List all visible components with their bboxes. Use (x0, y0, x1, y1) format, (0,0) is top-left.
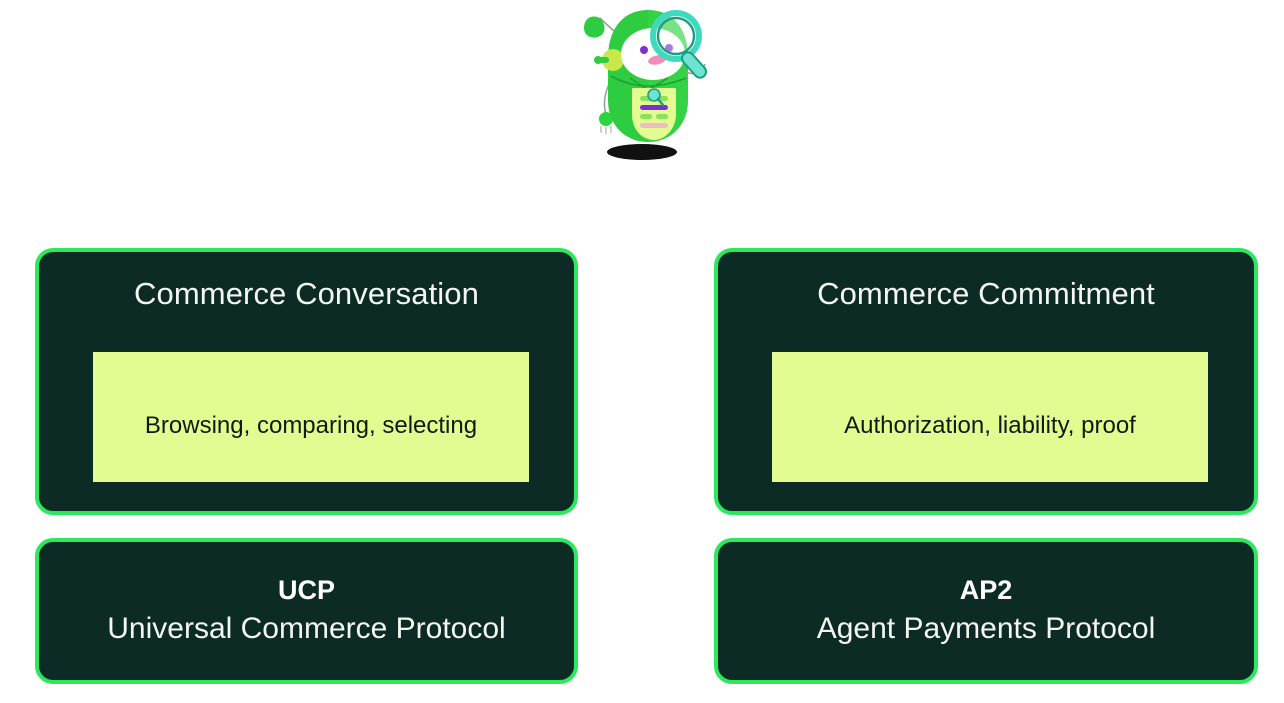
highlight-box: Authorization, liability, proof (772, 352, 1208, 482)
protocol-abbreviation: AP2 (959, 575, 1013, 606)
leaf-icon (584, 16, 605, 38)
magnifier-icon (650, 10, 708, 79)
belly-bar-4 (656, 114, 668, 119)
column-ucp: Commerce Conversation Browsing, comparin… (35, 248, 578, 684)
highlight-text: Browsing, comparing, selecting (144, 411, 478, 439)
mascot-face (621, 28, 685, 80)
belly-badge-icon (647, 88, 661, 102)
highlight-box: Browsing, comparing, selecting (93, 352, 529, 482)
card-title: Commerce Conversation (134, 276, 479, 311)
protocol-abbreviation: UCP (277, 575, 335, 606)
card-protocol-ucp: UCP Universal Commerce Protocol (35, 538, 578, 684)
card-title: Commerce Commitment (817, 276, 1155, 311)
belly-bar-3 (640, 114, 652, 119)
mascot-eye-left (640, 46, 648, 54)
card-commerce-conversation: Commerce Conversation Browsing, comparin… (35, 248, 578, 515)
belly-bar-2 (640, 105, 668, 110)
column-ap2: Commerce Commitment Authorization, liabi… (714, 248, 1258, 684)
mascot-cheek (648, 55, 666, 65)
mascot-eye-right (665, 44, 673, 52)
protocol-full-name: Agent Payments Protocol (816, 612, 1156, 646)
card-protocol-ap2: AP2 Agent Payments Protocol (714, 538, 1258, 684)
highlight-text: Authorization, liability, proof (844, 411, 1136, 439)
mascot-shadow (607, 144, 677, 160)
ear-knob-icon (602, 49, 624, 71)
protocol-full-name: Universal Commerce Protocol (107, 612, 506, 646)
card-commerce-commitment: Commerce Commitment Authorization, liabi… (714, 248, 1258, 515)
robot-with-magnifier-illustration (556, 2, 728, 164)
belly-bar-5 (640, 123, 668, 128)
